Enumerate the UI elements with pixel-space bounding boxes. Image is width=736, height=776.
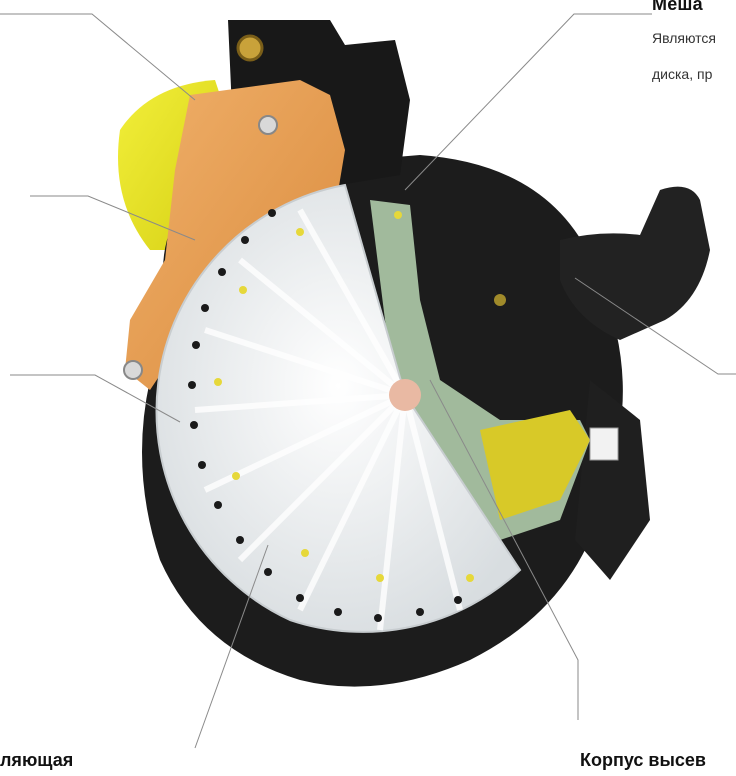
bracket-bolt [238, 36, 262, 60]
latch [590, 428, 618, 460]
agitator-desc-line-1: Являются [652, 30, 716, 46]
housing-title: Корпус высев [580, 750, 706, 771]
agitator-desc-line-2: диска, пр [652, 66, 712, 82]
plate-bolt [124, 361, 142, 379]
disc-hub [389, 379, 421, 411]
plate-bolt [259, 116, 277, 134]
leader-line-yellow-flap [0, 14, 195, 100]
housing-bolt [494, 294, 506, 306]
bottom-left-title: ляющая [0, 750, 73, 771]
agitator-title: Меша [652, 0, 703, 15]
